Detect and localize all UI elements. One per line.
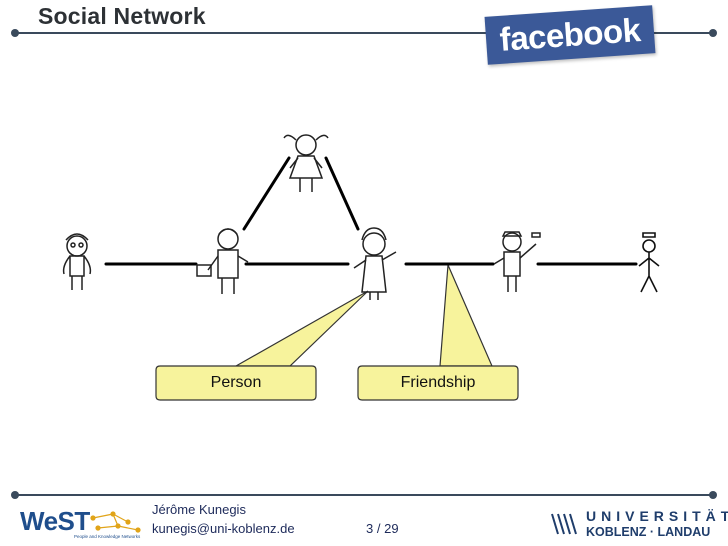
friendship-callout-pointer bbox=[440, 265, 492, 366]
university-name-line2: KOBLENZ · LANDAU bbox=[586, 525, 710, 539]
person-callout-label: Person bbox=[156, 366, 316, 400]
edge-top-2 bbox=[244, 158, 289, 229]
page-total: 29 bbox=[384, 521, 398, 536]
page-separator: / bbox=[377, 521, 381, 536]
west-logo-subtitle: People and Knowledge Networks bbox=[74, 534, 140, 539]
person-top bbox=[284, 135, 328, 192]
person-2 bbox=[197, 229, 248, 294]
page-current: 3 bbox=[366, 521, 373, 536]
footer-rule bbox=[14, 494, 714, 496]
person-callout-pointer bbox=[236, 291, 368, 366]
footer-rule-dot-right bbox=[709, 491, 717, 499]
person-5 bbox=[639, 233, 659, 292]
author-email: kunegis@uni-koblenz.de bbox=[152, 519, 295, 538]
university-emblem-icon bbox=[548, 510, 578, 538]
person-3 bbox=[354, 228, 396, 300]
university-logo: UNIVERSITÄT KOBLENZ · LANDAU bbox=[548, 508, 718, 542]
author-name: Jérôme Kunegis bbox=[152, 500, 295, 519]
west-logo-text: WeST bbox=[20, 506, 90, 537]
edge-top-3 bbox=[326, 158, 358, 229]
person-4 bbox=[494, 232, 540, 292]
footer-rule-dot-left bbox=[11, 491, 19, 499]
friendship-edges bbox=[106, 158, 636, 264]
west-logo: WeST People and Knowledge Networks bbox=[20, 506, 140, 544]
person-1 bbox=[64, 234, 91, 290]
page-counter: 3 / 29 bbox=[366, 521, 399, 536]
university-name-line1: UNIVERSITÄT bbox=[586, 508, 728, 524]
friendship-callout-label: Friendship bbox=[358, 366, 518, 400]
footer-author-block: Jérôme Kunegis kunegis@uni-koblenz.de bbox=[152, 500, 295, 538]
